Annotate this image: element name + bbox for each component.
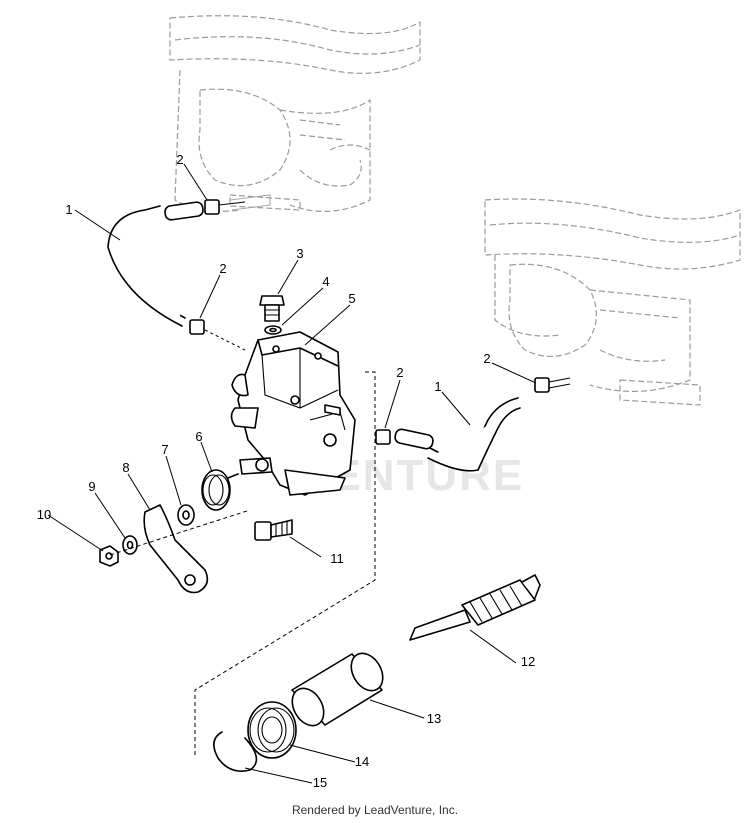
assembly-line-left	[109, 509, 251, 556]
lever-nut	[99, 545, 119, 567]
hose-clamp-right-outer	[534, 377, 571, 393]
snap-ring	[213, 731, 258, 772]
callout-3: 3	[296, 246, 303, 261]
coupler-spring	[247, 701, 297, 759]
callout-14: 14	[355, 754, 369, 769]
callout-11: 11	[330, 551, 344, 566]
callout-6: 6	[195, 429, 202, 444]
callout-10: 10	[37, 507, 51, 522]
callout-2-upper: 2	[176, 152, 183, 167]
callout-1-left: 1	[65, 202, 72, 217]
callout-15: 15	[313, 775, 327, 790]
return-spring	[201, 469, 239, 511]
callout-5: 5	[348, 291, 355, 306]
drive-gear-shaft	[409, 574, 541, 641]
oil-hose-left	[107, 201, 204, 327]
leader-lines	[47, 163, 537, 784]
callout-13: 13	[427, 711, 441, 726]
oil-hose-right	[394, 397, 521, 472]
assembly-line	[194, 371, 376, 755]
pump-lever	[143, 504, 209, 594]
oil-pump-body	[230, 331, 356, 496]
sealing-washer	[264, 325, 282, 335]
hose-clamp-left-lower	[189, 319, 246, 351]
banjo-bolt	[259, 295, 285, 322]
callout-8: 8	[122, 460, 129, 475]
callout-9: 9	[88, 479, 95, 494]
engine-block-ghost-right	[484, 198, 741, 406]
hose-clamp-upper	[204, 194, 271, 215]
callout-2-right-outer: 2	[483, 351, 490, 366]
engine-block-ghost-top	[169, 15, 421, 212]
drive-sleeve	[291, 652, 384, 727]
callout-7: 7	[161, 442, 168, 457]
callout-4: 4	[322, 274, 329, 289]
callout-2-right-inner: 2	[396, 365, 403, 380]
callout-12: 12	[521, 654, 535, 669]
hose-clamp-right-inner	[375, 429, 391, 445]
callout-1-right: 1	[434, 379, 441, 394]
mounting-bolt	[254, 519, 293, 541]
lever-washer	[122, 535, 138, 555]
spring-washer	[177, 504, 195, 526]
callout-2-left-lower: 2	[219, 261, 226, 276]
render-credit: Rendered by LeadVenture, Inc.	[291, 803, 459, 817]
